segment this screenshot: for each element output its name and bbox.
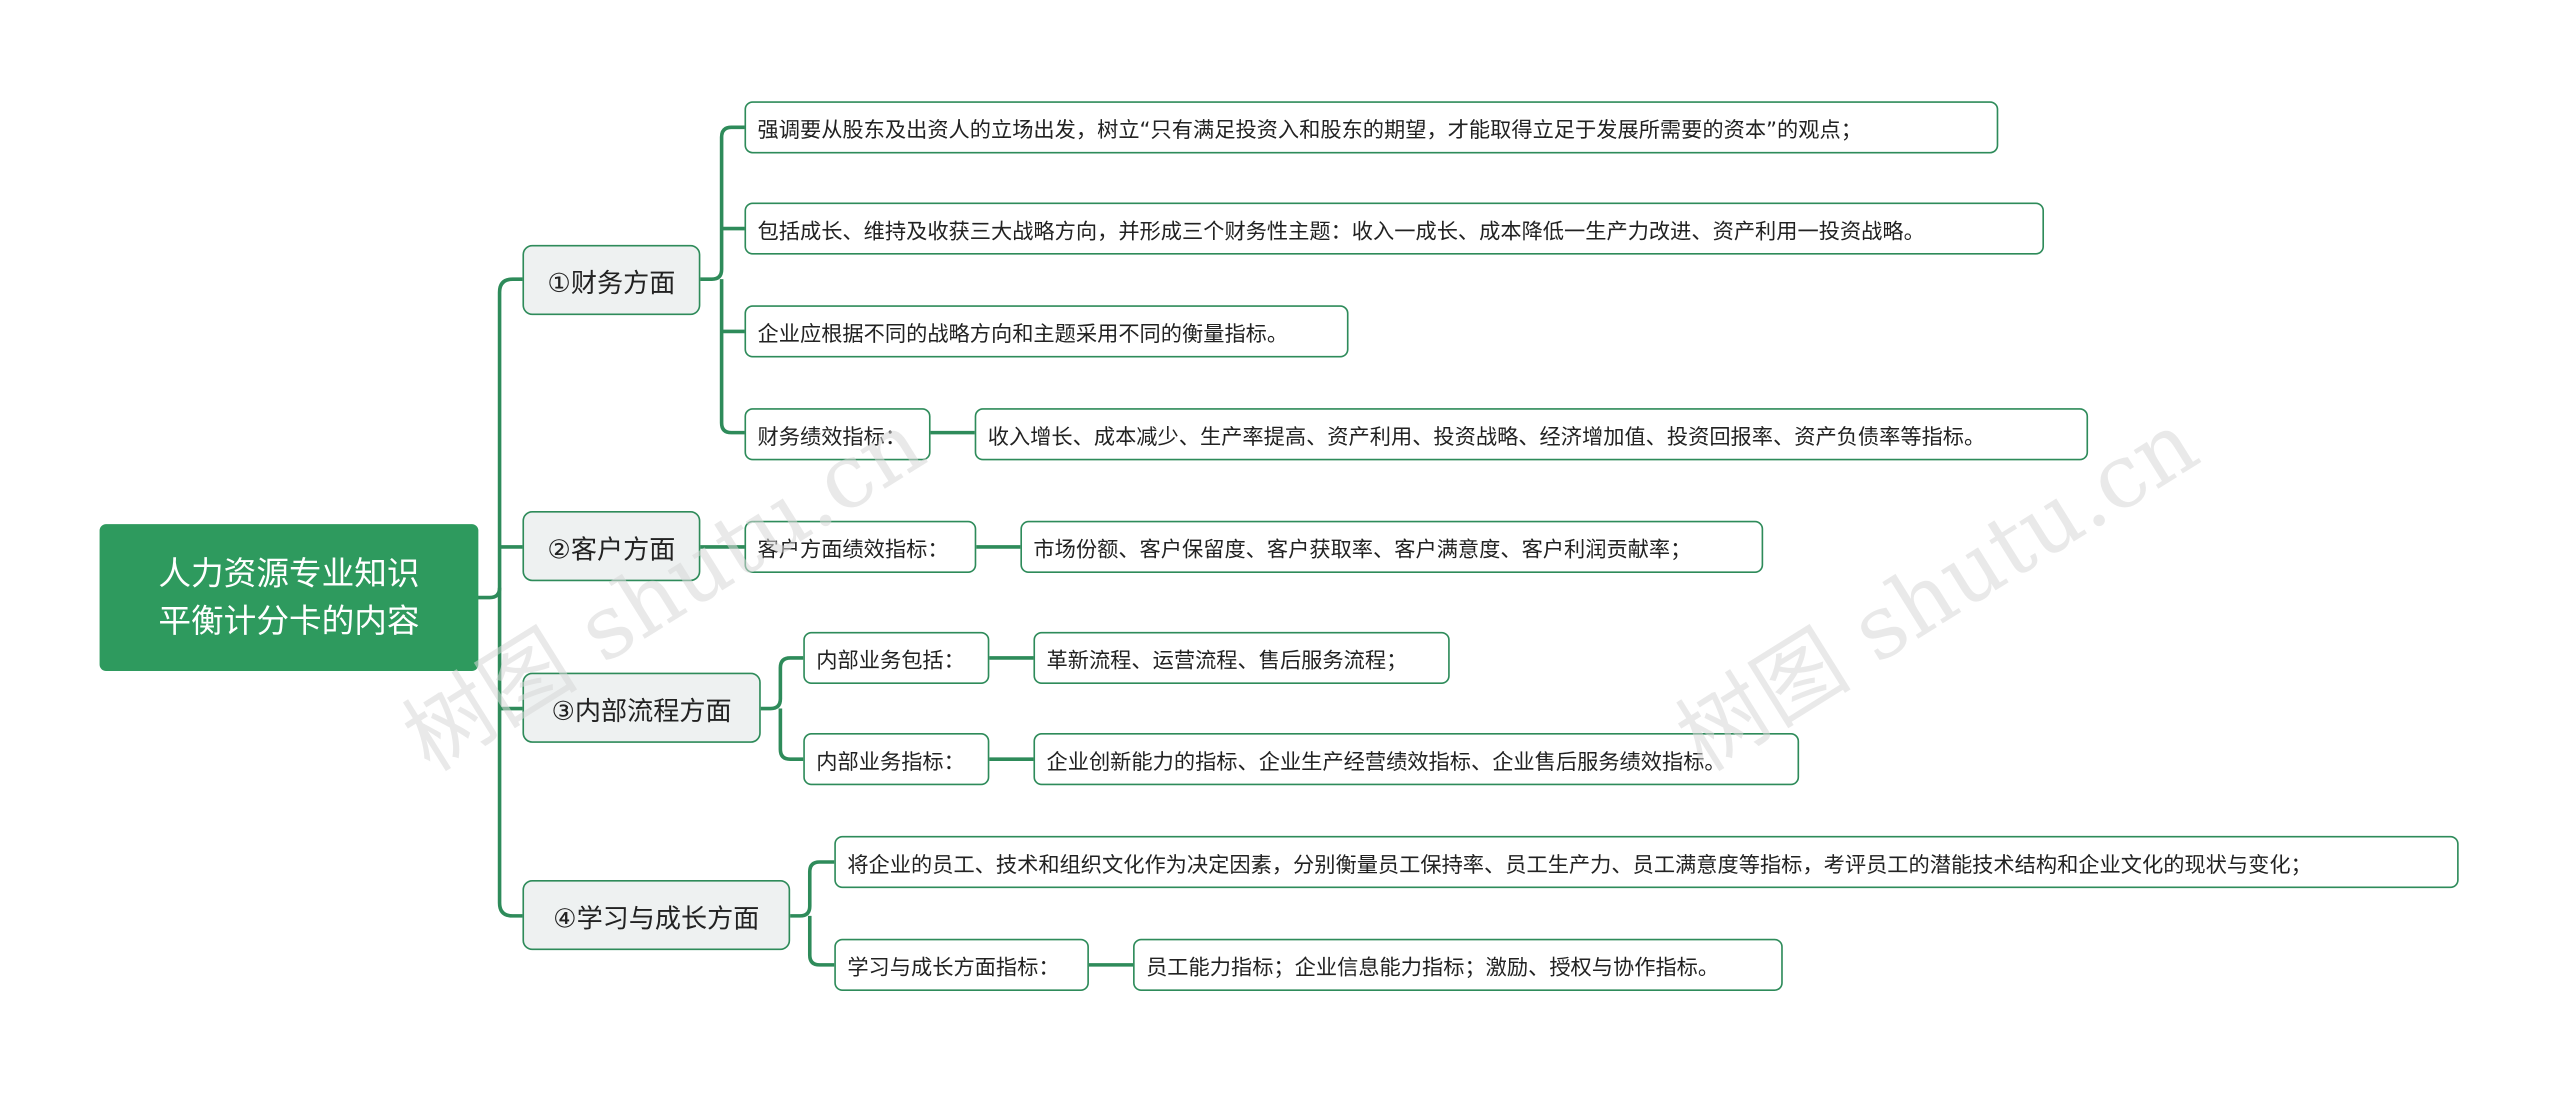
- finance-metric-value[interactable]: 收入增长、成本减少、生产率提高、资产利用、投资战略、经济增加值、投资回报率、资产…: [974, 408, 2089, 461]
- customer-metric-value[interactable]: 市场份额、客户保留度、客户获取率、客户满意度、客户利润贡献率；: [1020, 520, 1764, 574]
- process-metric-value[interactable]: 企业创新能力的指标、企业生产经营绩效指标、企业售后服务绩效指标。: [1033, 733, 1800, 786]
- growth-metric-label[interactable]: 学习与成长方面指标：: [834, 938, 1089, 991]
- process-include-value[interactable]: 革新流程、运营流程、售后服务流程；: [1033, 631, 1450, 685]
- root-topic[interactable]: 人力资源专业知识 平衡计分卡的内容: [99, 524, 479, 671]
- finance-item-2[interactable]: 包括成长、维持及收获三大战略方向，并形成三个财务性主题：收入一成长、成本降低一生…: [744, 202, 2045, 255]
- finance-metric-label[interactable]: 财务绩效指标：: [744, 408, 931, 461]
- customer-metric-label[interactable]: 客户方面绩效指标：: [744, 520, 977, 574]
- finance-item-1[interactable]: 强调要从股东及出资人的立场出发，树立“只有满足投资入和股东的期望，才能取得立足于…: [744, 101, 1999, 154]
- growth-item[interactable]: 将企业的员工、技术和组织文化作为决定因素，分别衡量员工保持率、员工生产力、员工满…: [834, 835, 2459, 889]
- growth-metric-value[interactable]: 员工能力指标；企业信息能力指标；激励、授权与协作指标。: [1133, 938, 1783, 991]
- finance-item-3[interactable]: 企业应根据不同的战略方向和主题采用不同的衡量指标。: [744, 305, 1349, 358]
- branch-process[interactable]: ③内部流程方面: [522, 672, 761, 743]
- branch-customer[interactable]: ②客户方面: [522, 511, 701, 582]
- branch-finance[interactable]: ①财务方面: [522, 244, 701, 316]
- process-metric-label[interactable]: 内部业务指标：: [803, 733, 990, 786]
- process-include-label[interactable]: 内部业务包括：: [803, 631, 990, 685]
- branch-growth[interactable]: ④学习与成长方面: [522, 879, 791, 951]
- root-title-line1: 人力资源专业知识: [158, 553, 420, 593]
- root-title-line2: 平衡计分卡的内容: [158, 600, 420, 640]
